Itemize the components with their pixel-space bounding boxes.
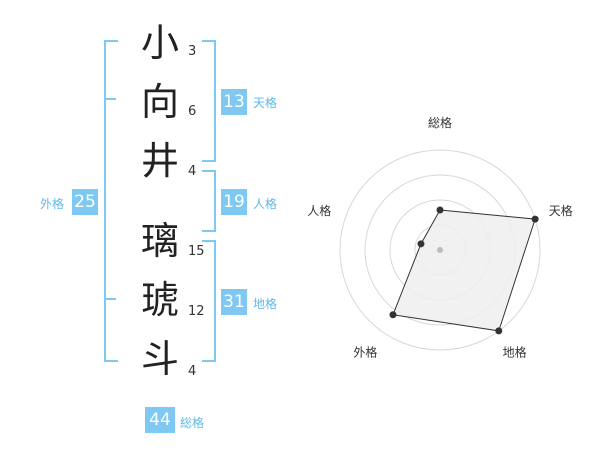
- radar-ring-4: [339, 149, 541, 351]
- gaikaku-bracket: [104, 40, 118, 362]
- stroke-count-1: 3: [188, 44, 197, 59]
- radar-axis-label-5: 人格: [307, 203, 331, 218]
- stroke-count-3: 4: [188, 164, 197, 179]
- chikaku-bracket: [202, 240, 216, 362]
- jinkaku-bracket: [202, 170, 216, 232]
- kanji-2: 向: [140, 80, 179, 124]
- radar-point-4: [389, 311, 397, 319]
- stroke-count-6: 4: [188, 364, 197, 379]
- kanji-6: 斗: [140, 337, 179, 381]
- jinkaku-value: 19: [221, 189, 247, 215]
- kanji-3: 井: [140, 139, 179, 183]
- radar-point-1: [436, 206, 444, 214]
- radar-axis-label-2: 天格: [549, 203, 573, 218]
- soukaku-value: 44: [145, 407, 175, 433]
- radar-axis-label-4: 外格: [353, 345, 377, 360]
- tenkaku-value: 13: [221, 89, 247, 115]
- kanji-5: 琥: [140, 278, 179, 322]
- soukaku-label: 総格: [180, 416, 205, 430]
- jinkaku-label: 人格: [253, 197, 278, 211]
- radar-axis-label-1: 総格: [428, 115, 452, 130]
- radar-polygon: [392, 209, 536, 332]
- radar-axis-label-3: 地格: [503, 345, 527, 360]
- radar-center: [437, 247, 443, 253]
- radar-point-3: [495, 327, 503, 335]
- bracket-tick: [104, 98, 116, 100]
- tenkaku-bracket: [202, 40, 216, 162]
- chikaku-value: 31: [221, 289, 247, 315]
- gaikaku-label: 外格: [40, 197, 65, 211]
- bracket-tick: [104, 298, 116, 300]
- gaikaku-value: 25: [72, 189, 98, 215]
- kanji-1: 小: [140, 21, 179, 65]
- stroke-count-2: 6: [188, 104, 197, 119]
- radar-point-5: [417, 240, 425, 248]
- stroke-count-5: 12: [188, 304, 205, 319]
- tenkaku-label: 天格: [253, 96, 278, 110]
- stroke-count-4: 15: [188, 244, 205, 259]
- radar-point-2: [531, 215, 539, 223]
- kanji-4: 璃: [140, 219, 179, 263]
- chikaku-label: 地格: [253, 297, 278, 311]
